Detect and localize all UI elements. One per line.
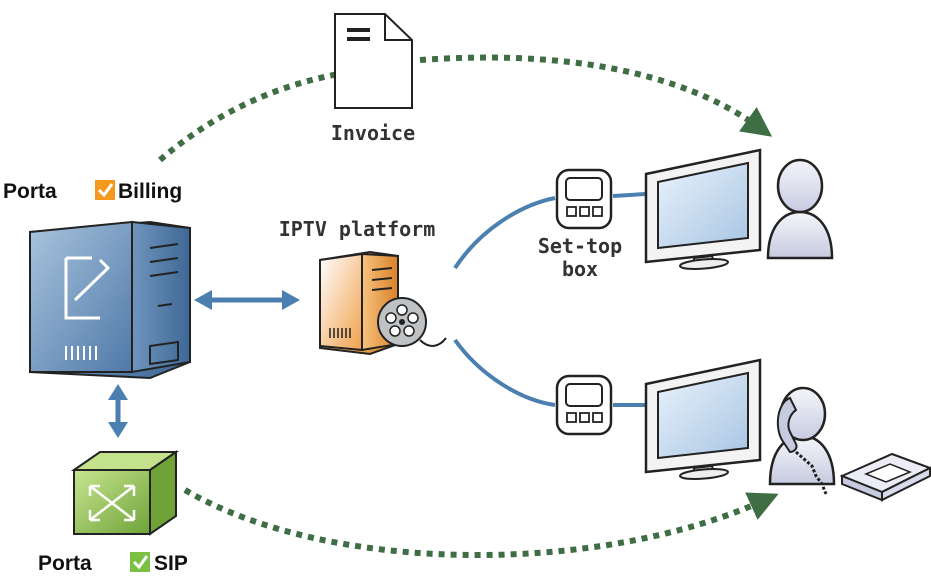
porta-billing-right: Billing	[118, 180, 182, 203]
document-icon	[334, 13, 413, 109]
iptv-to-stb-top	[453, 196, 556, 270]
user-icon	[766, 158, 834, 260]
invoice-label: Invoice	[331, 121, 415, 145]
user-phone-icon	[768, 386, 836, 495]
set-top-box-icon	[555, 374, 613, 436]
porta-billing-left: Porta	[3, 180, 57, 203]
desk-phone-icon	[839, 452, 931, 502]
monitor-icon	[644, 358, 762, 480]
iptv-label: IPTV platform	[279, 217, 436, 241]
porta-sip-left: Porta	[38, 552, 92, 575]
stb-to-tv-top	[612, 192, 647, 198]
sip-box-icon	[70, 450, 180, 536]
set-top-box-icon	[555, 168, 613, 230]
iptv-to-stb-bottom	[453, 338, 556, 407]
server-icon	[29, 220, 191, 380]
porta-sip-right: SIP	[154, 552, 188, 575]
billing-iptv-link	[194, 290, 300, 310]
billing-sip-link	[108, 384, 128, 438]
sip-flow-arrow	[183, 487, 779, 559]
set-top-box-label-line1: Set-top	[538, 234, 622, 258]
porta-sip-logo: Porta SIP	[38, 552, 188, 575]
monitor-icon	[644, 148, 762, 270]
set-top-box-label-line2: box	[562, 257, 598, 281]
iptv-server-icon	[319, 250, 399, 356]
invoice-flow-arrow	[158, 69, 351, 163]
invoice-flow-arrow-right	[419, 54, 773, 137]
porta-billing-logo: Porta Billing	[3, 180, 182, 203]
film-reel-icon	[377, 297, 447, 347]
